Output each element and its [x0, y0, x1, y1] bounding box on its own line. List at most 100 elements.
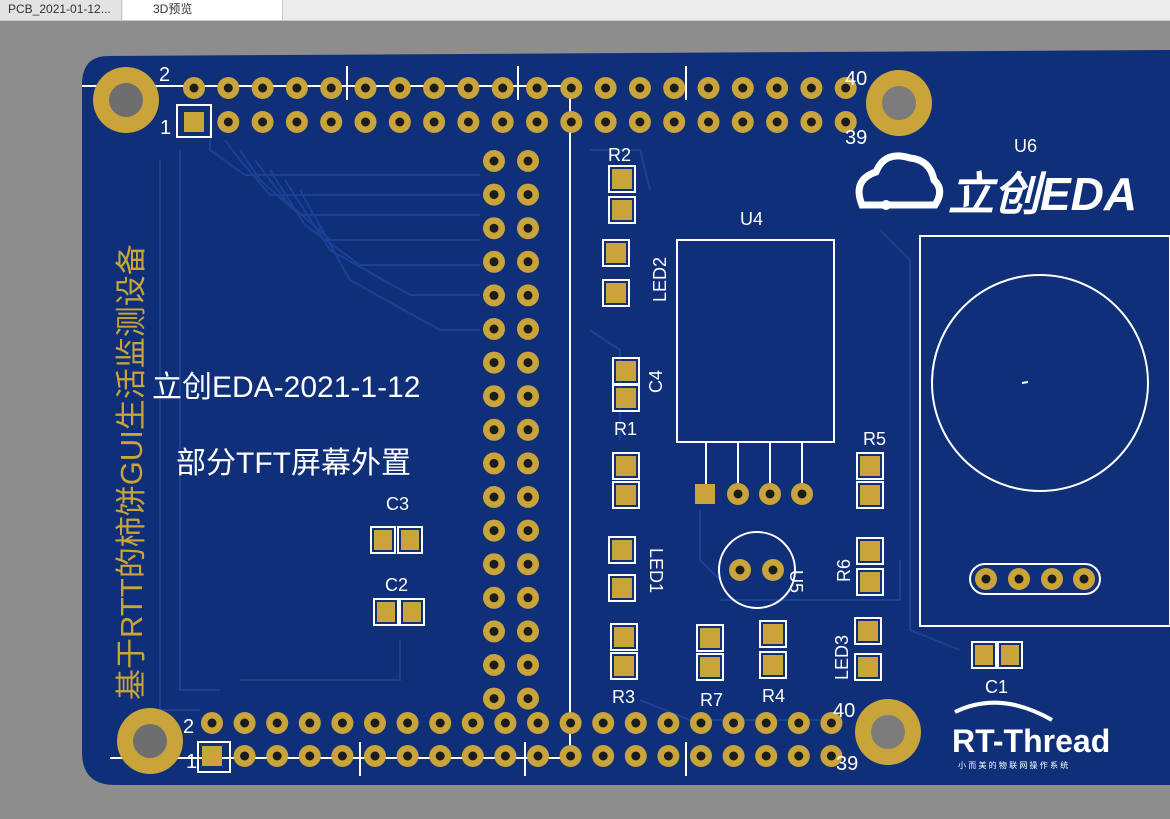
smd-pad	[858, 657, 878, 677]
pad-hole	[489, 425, 499, 435]
smd-pad	[860, 541, 880, 561]
lceda-logo-text: 立创EDA	[948, 168, 1137, 220]
header-label-br-39: 39	[836, 753, 858, 775]
pad-hole	[258, 117, 268, 127]
header-pad	[184, 112, 204, 132]
smd-outline	[602, 239, 630, 267]
pad-hole	[361, 83, 370, 93]
pad-hole	[772, 117, 782, 127]
smd-pad	[860, 456, 880, 476]
mounting-holes	[93, 67, 932, 774]
pad-hole	[669, 83, 679, 93]
pad-hole	[223, 117, 233, 127]
pad-hole	[566, 718, 576, 728]
pad-hole	[523, 358, 533, 368]
smd-pad	[614, 627, 634, 647]
smd-pad	[606, 243, 626, 263]
smd-outline	[856, 537, 884, 565]
smd-pad	[612, 578, 632, 598]
header-label-tr-39: 39	[845, 127, 867, 149]
smd-pad	[858, 621, 878, 641]
pad-hole	[523, 156, 533, 166]
pad-hole	[523, 290, 533, 300]
designator-u4: U4	[740, 209, 763, 229]
pad-hole	[1047, 574, 1057, 584]
header-labels: 2 1 40 39 2 1 40 39	[159, 64, 867, 775]
designator-r6: R6	[834, 559, 854, 582]
pcb-render: 立创EDA RT-Thread 小 而 美 的 物 联 网 操 作 系 统 立创…	[82, 50, 1170, 785]
smd-pad	[403, 602, 421, 622]
pad-hole	[326, 117, 336, 127]
pad-hole	[533, 718, 543, 728]
pad-hole	[826, 718, 836, 728]
header-label-tl-2: 2	[159, 64, 170, 86]
pad-hole	[735, 565, 745, 575]
smd-outline	[612, 384, 640, 412]
smd-pad	[1001, 645, 1019, 665]
pad-hole	[489, 190, 499, 200]
pad-hole	[533, 751, 543, 761]
pad-hole	[403, 751, 413, 761]
pad-hole	[272, 751, 282, 761]
pad-hole	[797, 489, 807, 499]
pad-hole	[631, 718, 641, 728]
pad-hole	[696, 718, 706, 728]
smd-outline	[608, 536, 636, 564]
designator-r3: R3	[612, 687, 635, 707]
header-pads	[183, 77, 1095, 767]
pad-hole	[489, 290, 499, 300]
tab-3d-preview[interactable]: 3D预览	[123, 0, 283, 20]
header-pad	[202, 746, 222, 766]
smd-pad	[860, 485, 880, 505]
pad-hole	[489, 391, 499, 401]
pad-hole	[669, 117, 679, 127]
tab-pcb[interactable]: PCB_2021-01-12...	[0, 0, 122, 20]
pad-hole	[761, 718, 771, 728]
smd-outline	[971, 641, 997, 669]
pad-hole	[498, 117, 508, 127]
designator-r2: R2	[608, 145, 631, 165]
tab-bar: PCB_2021-01-12... 3D预览	[0, 0, 1170, 21]
pad-hole	[523, 190, 533, 200]
designator-c2: C2	[385, 575, 408, 595]
pad-hole	[468, 718, 478, 728]
pad-hole	[566, 751, 576, 761]
smd-outline	[370, 526, 396, 554]
pad-hole	[729, 751, 739, 761]
pad-hole	[523, 257, 533, 267]
pad-hole	[523, 425, 533, 435]
3d-viewport[interactable]: 立创EDA RT-Thread 小 而 美 的 物 联 网 操 作 系 统 立创…	[0, 21, 1170, 814]
pad-hole	[207, 718, 217, 728]
smd-outline	[373, 598, 399, 626]
pad-hole	[981, 574, 991, 584]
pad-hole	[370, 718, 380, 728]
pad-hole	[806, 83, 816, 93]
smd-pad	[401, 530, 419, 550]
pad-hole	[598, 718, 608, 728]
designator-r4: R4	[762, 686, 785, 706]
pad-hole	[523, 626, 533, 636]
pad-hole	[240, 751, 250, 761]
pad-hole	[240, 718, 250, 728]
smd-pad	[616, 388, 636, 408]
smd-outline	[854, 617, 882, 645]
designator-u5: U5	[786, 570, 806, 593]
pad-hole	[305, 718, 315, 728]
pad-hole	[258, 83, 268, 93]
pad-hole	[489, 626, 499, 636]
pad-hole	[1014, 574, 1024, 584]
smd-outline	[399, 598, 425, 626]
pad-hole	[292, 117, 302, 127]
pad-hole	[635, 83, 645, 93]
smd-outline	[602, 279, 630, 307]
pad-hole	[532, 83, 542, 93]
smd-pad	[860, 572, 880, 592]
pad-hole	[463, 117, 473, 127]
pad-hole	[435, 718, 445, 728]
pad-hole	[729, 718, 739, 728]
pad-hole	[841, 83, 851, 93]
pad-hole	[772, 83, 782, 93]
pad-hole	[489, 358, 499, 368]
smd-outline	[612, 452, 640, 480]
pad-hole	[337, 718, 347, 728]
